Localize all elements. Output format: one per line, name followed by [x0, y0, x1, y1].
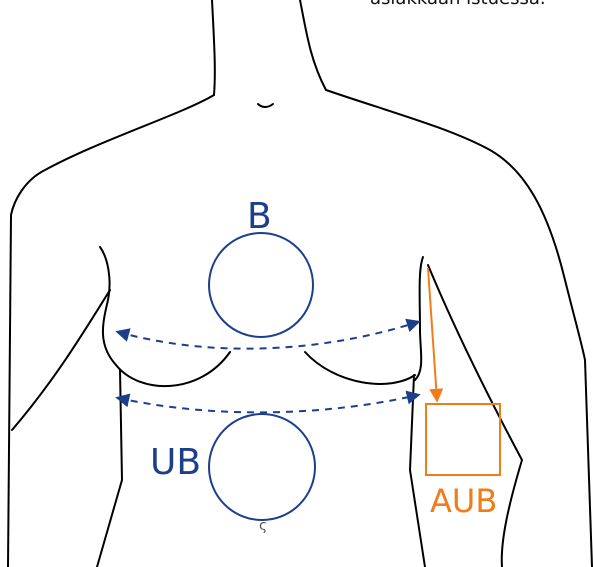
chest-circle-b [209, 233, 313, 337]
label-ub: UB [150, 442, 201, 483]
underbust-circle-ub [209, 414, 315, 520]
left-shoulder-arm [8, 95, 214, 567]
neck-left-line [212, 0, 215, 95]
label-aub: AUB [430, 482, 497, 520]
chest-measure-arrow [118, 322, 418, 349]
neck-right-line [300, 0, 326, 90]
right-arm-inner [428, 265, 522, 567]
left-torso-side [97, 370, 122, 567]
left-arm-inner [12, 290, 110, 430]
aub-box [426, 404, 500, 475]
left-breast-fold [116, 352, 230, 386]
right-torso-side [410, 375, 425, 567]
right-armpit-contour [415, 257, 423, 380]
left-armpit-contour [100, 247, 116, 365]
chin-line [258, 104, 273, 107]
aub-arrow [428, 268, 437, 400]
underbust-measure-arrow [118, 395, 418, 412]
right-breast-fold [305, 352, 415, 384]
body-outline [8, 0, 592, 567]
label-b: B [247, 196, 272, 237]
navel-mark: ς [259, 518, 267, 534]
